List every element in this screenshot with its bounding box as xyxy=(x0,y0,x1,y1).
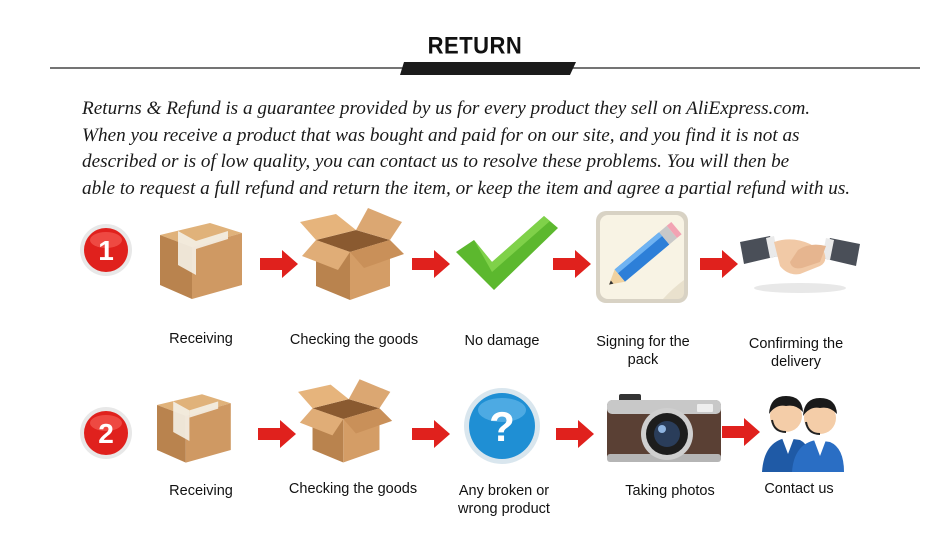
svg-text:?: ? xyxy=(489,403,515,450)
step-number-badge: 2 xyxy=(80,407,132,459)
step-label: Signing for the pack xyxy=(596,334,690,368)
step-label: Confirming the delivery xyxy=(748,336,844,370)
arrow-right-icon xyxy=(722,418,760,446)
intro-line: able to request a full refund and return… xyxy=(82,177,851,199)
pencil-icon xyxy=(596,211,688,303)
step-number-badge: 1 xyxy=(80,224,132,276)
title-underline xyxy=(50,62,920,75)
step-label: No damage xyxy=(464,333,540,349)
step-label: Any broken or wrong product xyxy=(458,483,550,517)
step-label: Checking the goods xyxy=(289,332,419,348)
closed-box-icon xyxy=(157,394,231,463)
arrow-right-icon xyxy=(700,250,738,278)
step-label: Receiving xyxy=(169,483,233,499)
step-label: Checking the goods xyxy=(288,481,418,497)
badge-number: 1 xyxy=(98,235,114,266)
step-label: Receiving xyxy=(169,331,233,347)
open-box-icon xyxy=(298,379,393,463)
arrow-right-icon xyxy=(412,250,450,278)
intro-paragraph: Returns & Refund is a guarantee provided… xyxy=(82,96,932,202)
page-title: RETURN xyxy=(427,31,523,59)
step-label: Contact us xyxy=(764,481,834,497)
intro-line: When you receive a product that was boug… xyxy=(82,124,800,146)
arrow-right-icon xyxy=(553,250,591,278)
arrow-right-icon xyxy=(556,420,594,448)
intro-line: Returns & Refund is a guarantee provided… xyxy=(82,98,811,119)
arrow-right-icon xyxy=(258,420,296,448)
question-icon: ? xyxy=(464,388,540,464)
closed-box-icon xyxy=(160,223,242,299)
handshake-icon xyxy=(740,236,860,293)
arrow-right-icon xyxy=(412,420,450,448)
checkmark-icon xyxy=(456,216,558,290)
badge-number: 2 xyxy=(98,418,114,449)
arrow-right-icon xyxy=(260,250,298,278)
intro-line: described or is of low quality, you can … xyxy=(82,151,790,172)
step-label: Taking photos xyxy=(625,483,715,499)
open-box-icon xyxy=(300,208,404,300)
camera-icon xyxy=(607,394,721,462)
support-agents-icon xyxy=(762,396,844,472)
